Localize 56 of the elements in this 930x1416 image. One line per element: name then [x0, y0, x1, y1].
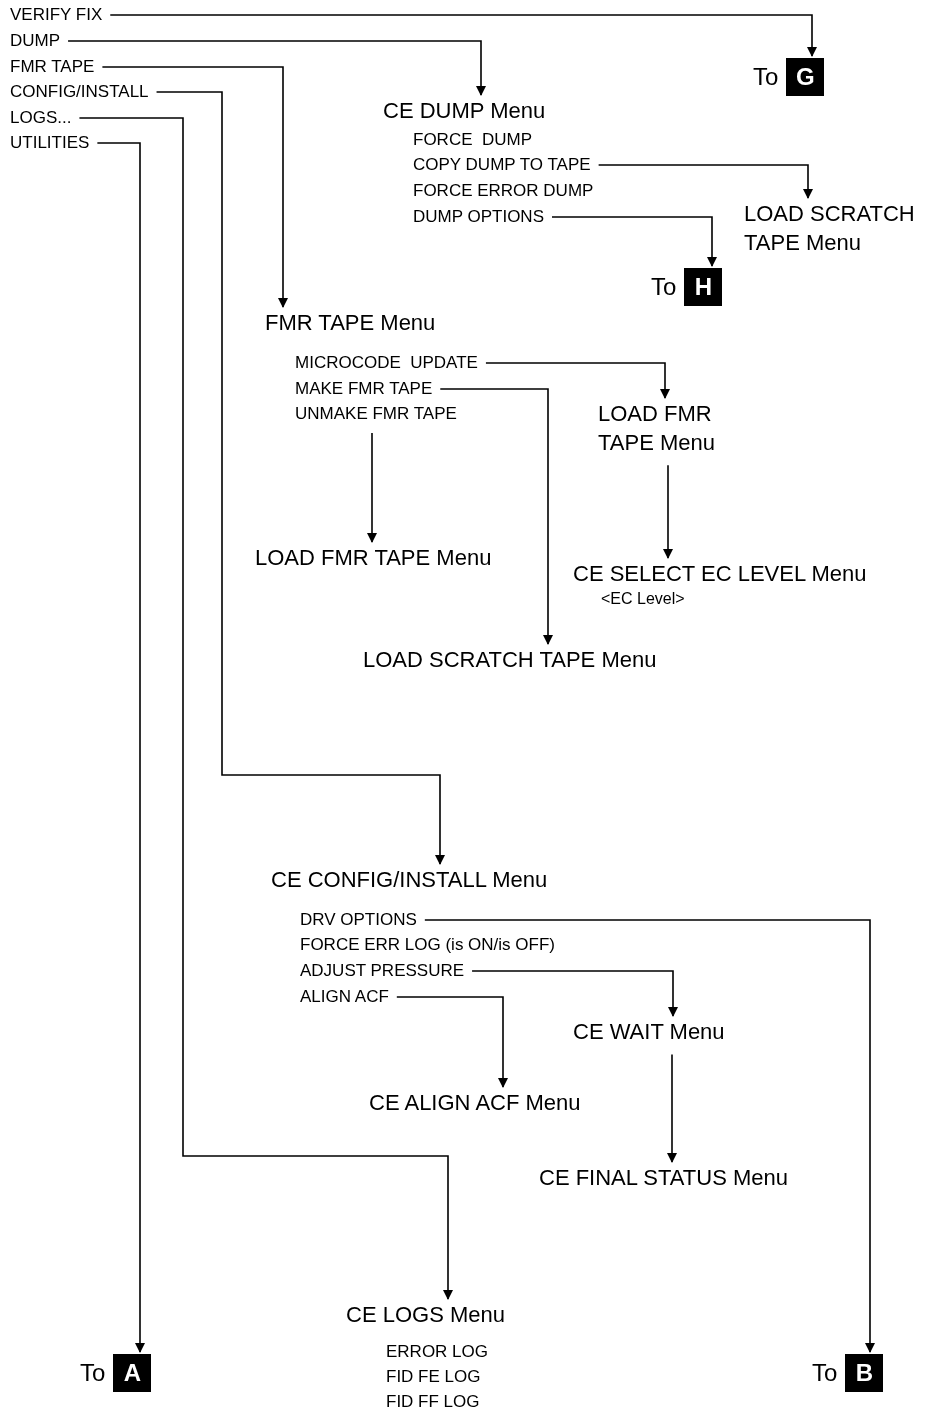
menu-item: MICROCODE UPDATE	[295, 352, 478, 375]
menu-item: MAKE FMR TAPE	[295, 378, 433, 401]
menu-title: CE DUMP Menu	[383, 97, 546, 126]
to-text: To	[753, 65, 779, 89]
menu-item: VERIFY FIX	[10, 4, 103, 27]
menu-title: LOAD FMR TAPE Menu	[255, 544, 492, 573]
menu-item: FID FF LOG	[386, 1391, 480, 1414]
arrow	[485, 362, 670, 399]
menu-title: FMR TAPE Menu	[265, 309, 436, 338]
arrow	[78, 117, 453, 1300]
menu-title: LOAD FMR TAPE Menu	[598, 400, 733, 458]
arrow	[367, 432, 377, 543]
to-text: To	[651, 275, 677, 299]
menu-title: CE WAIT Menu	[573, 1018, 725, 1047]
menu-title: CE FINAL STATUS Menu	[539, 1164, 788, 1193]
menu-item: LOGS...	[10, 107, 72, 130]
arrow	[439, 388, 553, 645]
menu-item: FORCE DUMP	[413, 129, 532, 152]
menu-item: UNMAKE FMR TAPE	[295, 403, 457, 426]
menu-item: ERROR LOG	[386, 1341, 489, 1364]
arrow	[551, 216, 717, 267]
menu-item: ADJUST PRESSURE	[300, 960, 465, 983]
menu-title: CE CONFIG/INSTALL Menu	[271, 866, 548, 895]
to-text: To	[80, 1361, 106, 1385]
menu-item: FORCE ERR LOG (is ON/is OFF)	[300, 934, 555, 957]
menu-item: FID FE LOG	[386, 1366, 481, 1389]
menu-item: FMR TAPE	[10, 56, 95, 79]
menu-item: FORCE ERROR DUMP	[413, 180, 594, 203]
menu-title: LOAD SCRATCH TAPE Menu	[744, 200, 929, 258]
arrow	[667, 1053, 677, 1163]
off-page-connector-letter: G	[786, 58, 825, 96]
menu-item: DRV OPTIONS	[300, 909, 417, 932]
arrow	[109, 14, 817, 57]
menu-item: DUMP	[10, 30, 61, 53]
arrow	[101, 66, 288, 308]
arrow	[424, 919, 875, 1353]
menu-title: CE LOGS Menu	[346, 1301, 505, 1330]
menu-title: CE SELECT EC LEVEL Menu <EC Level>	[573, 560, 867, 610]
arrow	[396, 996, 508, 1088]
to-text: To	[812, 1361, 838, 1385]
arrow	[96, 142, 145, 1353]
menu-title: LOAD SCRATCH TAPE Menu	[363, 646, 657, 675]
off-page-connector-letter: B	[845, 1354, 884, 1392]
arrow	[67, 40, 486, 96]
menu-title: CE ALIGN ACF Menu	[369, 1089, 581, 1118]
off-page-connector-letter: H	[684, 268, 723, 306]
menu-item: UTILITIES	[10, 132, 90, 155]
menu-item: CONFIG/INSTALL	[10, 81, 149, 104]
arrow	[471, 970, 678, 1017]
menu-item: COPY DUMP TO TAPE	[413, 154, 591, 177]
arrow	[597, 164, 813, 199]
arrow	[663, 464, 673, 559]
menu-item: DUMP OPTIONS	[413, 206, 544, 229]
off-page-connector-letter: A	[113, 1354, 152, 1392]
menu-item: ALIGN ACF	[300, 986, 389, 1009]
arrow	[155, 91, 445, 865]
